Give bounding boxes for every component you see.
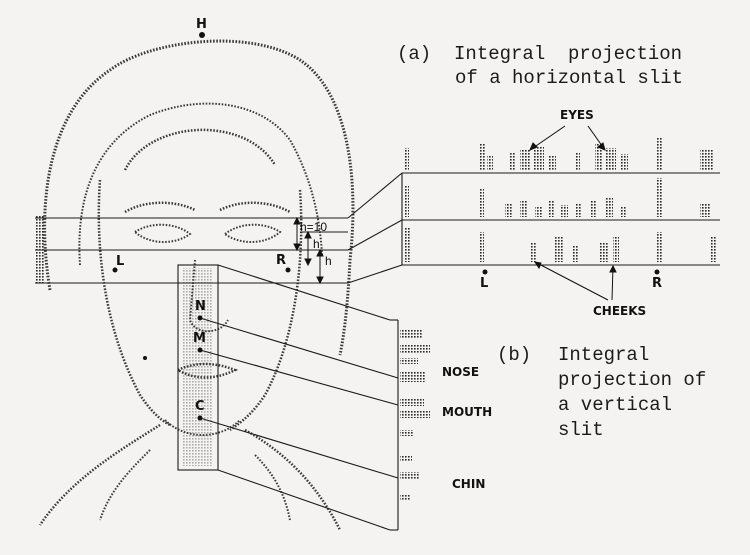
slit-height-label-1: h [313, 237, 320, 251]
chin-label: CHIN [452, 477, 485, 491]
mouth-label: MOUTH [442, 405, 492, 419]
projection-left-label: L [480, 277, 488, 291]
vertical-slit-dots [182, 268, 212, 466]
chin-point [198, 416, 203, 421]
caption-a-line1: (a) Integral projection [397, 42, 682, 66]
nose-point-label: N [195, 300, 206, 314]
hair-inner [79, 104, 322, 265]
chin-point-label: C [195, 400, 205, 414]
horizontal-connectors [348, 173, 720, 283]
projection-right-label: R [652, 277, 662, 291]
face-left-side [99, 180, 170, 425]
collar-inner-right [255, 455, 290, 520]
slit-height-label-2: h [325, 254, 332, 268]
forehead-line [125, 130, 275, 170]
right-point [286, 268, 291, 273]
collar-right [245, 430, 340, 530]
left-eyebrow [125, 203, 195, 212]
projection-right-point [655, 270, 660, 275]
mouth-point [198, 348, 203, 353]
head-point-label: H [196, 18, 207, 32]
vertical-projection-bars [400, 330, 430, 501]
right-point-label: R [276, 254, 286, 268]
caption-b-label: (b) [497, 343, 531, 367]
stray-dot [143, 356, 147, 360]
caption-a-line2: of a horizontal slit [455, 66, 683, 90]
head-point [199, 32, 205, 38]
right-eye [225, 225, 280, 242]
eyes-label: EYES [560, 108, 594, 122]
horizontal-projection-bars [405, 138, 716, 262]
caption-b-line3: a vertical [558, 393, 672, 417]
slit-height-10-label: h=10 [300, 220, 327, 234]
slit-dots-left [35, 215, 45, 285]
caption-b-line4: slit [558, 418, 604, 442]
left-eye [135, 225, 190, 242]
nose-label: NOSE [442, 365, 479, 379]
collar-left [40, 425, 160, 525]
caption-b-line2: projection of [558, 368, 706, 392]
caption-b-line1: Integral [558, 343, 649, 367]
projection-left-point [483, 270, 488, 275]
left-point-label: L [116, 255, 124, 269]
mouth-point-label: M [193, 332, 206, 346]
nose-point [198, 316, 203, 321]
collar-inner-left [100, 450, 150, 520]
cheeks-label: CHEEKS [593, 304, 646, 318]
right-eyebrow [220, 203, 290, 212]
